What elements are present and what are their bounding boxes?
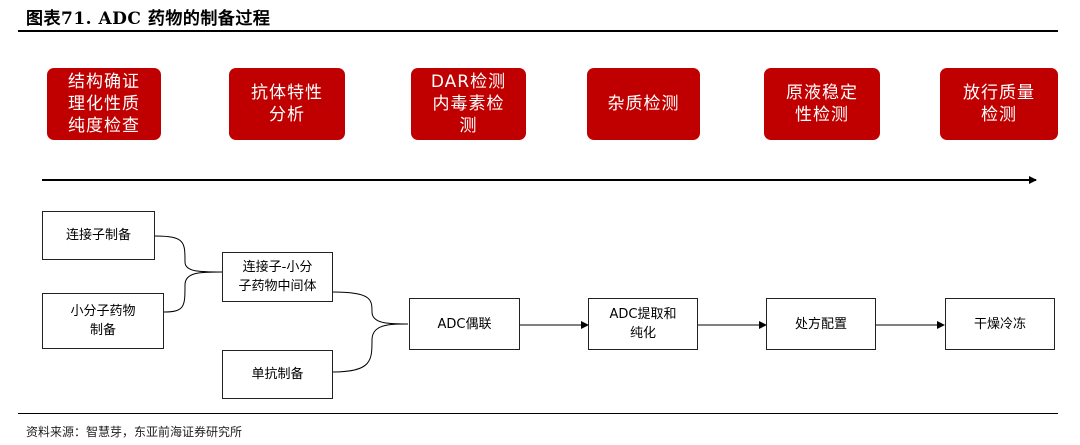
source-note: 资料来源：智慧芽，东亚前海证券研究所 — [26, 425, 243, 439]
bottom-rule — [18, 413, 1058, 414]
box-label: 连接子-小分 子药物中间体 — [238, 260, 317, 294]
box-conjugation: ADC偶联 — [409, 298, 520, 350]
box-label: ADC偶联 — [437, 316, 492, 332]
step-label: 放行质量 检测 — [963, 83, 1035, 125]
bracket-small-molecule — [163, 271, 223, 313]
box-label: 处方配置 — [794, 316, 847, 332]
box-intermediate: 连接子-小分 子药物中间体 — [222, 252, 333, 302]
box-label: 小分子药物 制备 — [70, 304, 136, 338]
box-linker-prep: 连接子制备 — [42, 211, 155, 260]
box-label: 干燥冷冻 — [973, 316, 1026, 332]
figure-title: 图表71. ADC 药物的制备过程 — [26, 9, 271, 29]
step-label: 原液稳定 性检测 — [786, 83, 858, 125]
bracket-antibody — [332, 323, 409, 373]
box-label: 连接子制备 — [65, 228, 131, 243]
step-antibody-analysis: 抗体特性 分析 — [229, 68, 345, 140]
step-impurity: 杂质检测 — [587, 68, 700, 140]
bracket-linker — [154, 235, 223, 273]
box-lyophilization: 干燥冷冻 — [945, 298, 1055, 350]
step-release: 放行质量 检测 — [940, 68, 1058, 140]
step-label: DAR检测 内毒素检 测 — [430, 72, 507, 136]
step-dar-endotoxin: DAR检测 内毒素检 测 — [411, 68, 526, 140]
step-label: 杂质检测 — [607, 94, 680, 114]
bracket-intermediate — [332, 291, 409, 325]
step-label: 结构确证 理化性质 纯度检查 — [68, 72, 140, 136]
top-rule — [18, 30, 1058, 32]
step-stability: 原液稳定 性检测 — [764, 68, 880, 140]
box-small-molecule-prep: 小分子药物 制备 — [42, 293, 164, 349]
step-structure-confirmation: 结构确证 理化性质 纯度检查 — [47, 68, 161, 140]
box-antibody-prep: 单抗制备 — [222, 350, 333, 399]
box-label: ADC提取和 纯化 — [609, 307, 677, 341]
box-formulation: 处方配置 — [766, 298, 876, 350]
box-purification: ADC提取和 纯化 — [588, 298, 698, 350]
step-label: 抗体特性 分析 — [251, 83, 323, 125]
box-label: 单抗制备 — [251, 367, 304, 382]
